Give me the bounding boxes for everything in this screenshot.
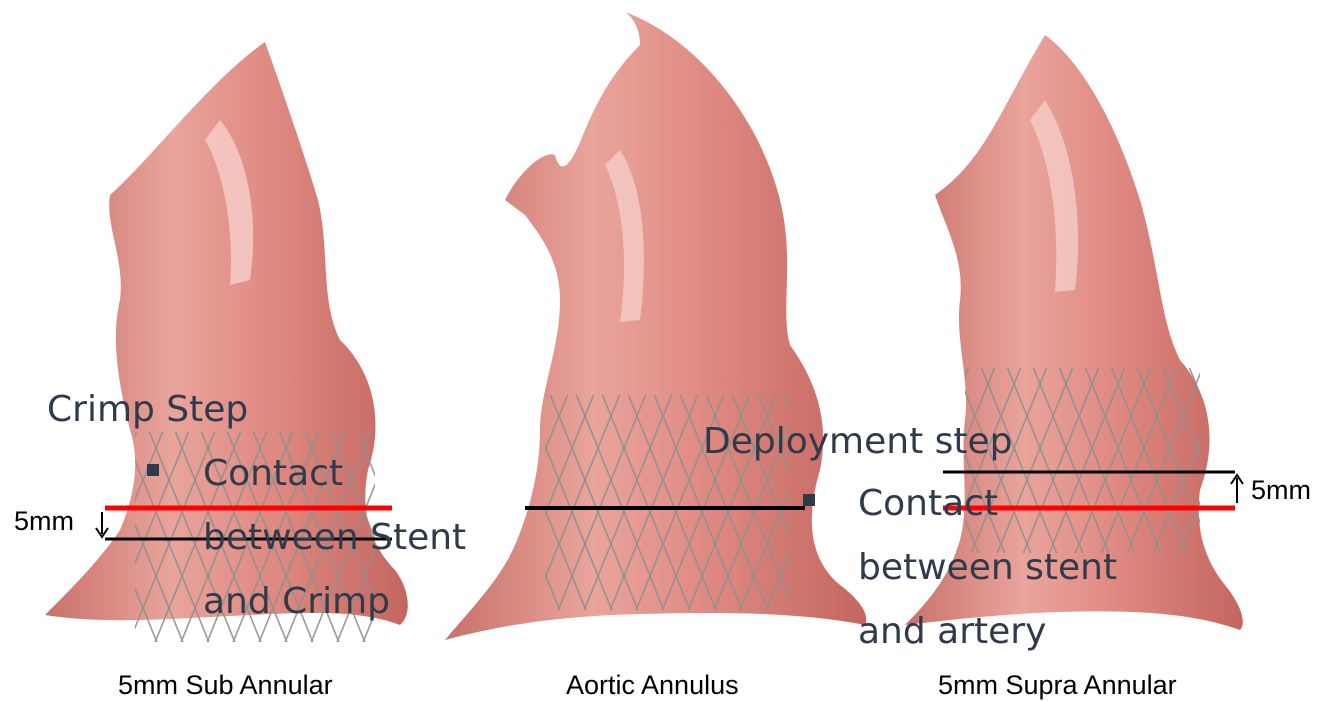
caption-sub-annular: 5mm Sub Annular: [118, 670, 333, 701]
deployment-step-heading: Deployment step: [703, 422, 1013, 462]
vessel-supra-annular: [905, 35, 1243, 630]
vessel-aortic-annulus: [445, 12, 866, 640]
deployment-step-bullet-line-3: and artery: [858, 612, 1046, 652]
deployment-step-bullet-line-1: Contact: [858, 484, 998, 524]
dimension-label-right: 5mm: [1251, 475, 1311, 506]
crimp-step-heading: Crimp Step: [47, 390, 248, 430]
deployment-step-bullet-icon: [803, 494, 815, 506]
caption-supra-annular: 5mm Supra Annular: [938, 670, 1177, 701]
crimp-step-bullet-line-3: and Crimp: [203, 582, 390, 622]
caption-aortic-annulus: Aortic Annulus: [566, 670, 739, 701]
deployment-step-bullet-line-2: between stent: [858, 548, 1117, 588]
crimp-step-bullet-icon: [147, 464, 159, 476]
crimp-step-bullet-line-1: Contact: [203, 454, 343, 494]
crimp-step-bullet-line-2: between Stent: [203, 518, 466, 558]
dimension-label-left: 5mm: [14, 506, 74, 537]
